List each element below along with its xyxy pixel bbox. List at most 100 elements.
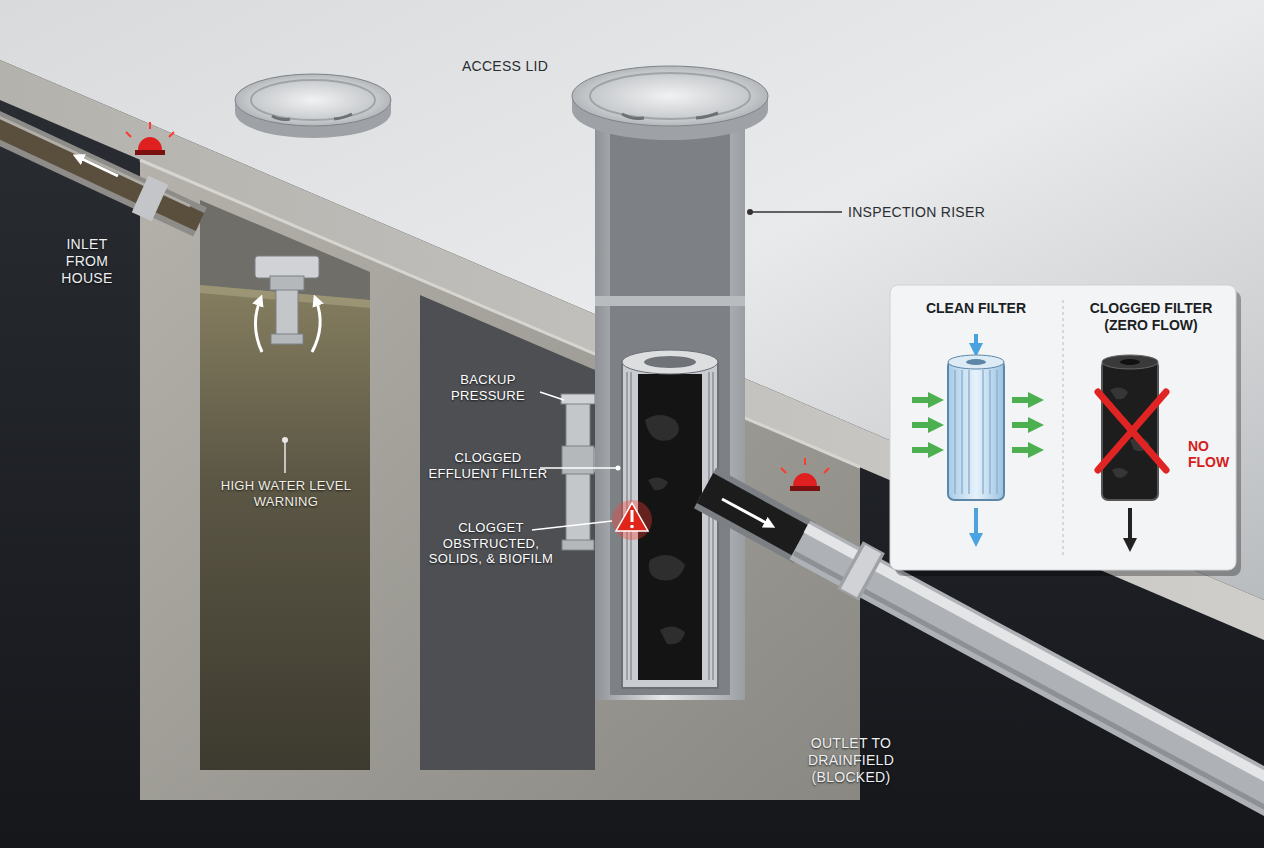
flow-arrow bbox=[255, 300, 262, 352]
flow-arrow bbox=[974, 334, 978, 350]
chamber-cavity bbox=[200, 200, 370, 770]
filter-pleats bbox=[955, 370, 997, 494]
pipe-shadow bbox=[794, 553, 1264, 821]
filter-top bbox=[1102, 355, 1158, 369]
panel-divider bbox=[1063, 300, 1064, 555]
outlet-stub bbox=[705, 488, 805, 543]
clog-biofilm bbox=[645, 415, 685, 644]
label-anchor: INSPECTION RISER bbox=[848, 204, 1038, 221]
tee-collar bbox=[562, 540, 594, 550]
flow-arrow bbox=[1012, 447, 1036, 453]
warning-mark bbox=[631, 510, 634, 522]
label-anchor: BACKUP PRESSURE bbox=[426, 372, 550, 403]
tee-collar bbox=[562, 446, 594, 474]
lid-ring bbox=[251, 80, 375, 120]
riser-interior bbox=[610, 125, 730, 695]
filter-opening bbox=[966, 359, 986, 365]
outlet-clog bbox=[705, 488, 805, 543]
filter-panel-half: CLEAN FILTER bbox=[896, 294, 1056, 566]
alarm-rays bbox=[781, 458, 829, 473]
inlet-pipe bbox=[0, 124, 200, 222]
alarm-base bbox=[790, 486, 820, 491]
alarm-rays bbox=[126, 122, 174, 137]
callout-label: BACKUP PRESSURE bbox=[426, 372, 550, 403]
label-anchor: OUTLET TO DRAINFIELD (BLOCKED) bbox=[786, 735, 916, 785]
flow-arrow bbox=[1128, 508, 1132, 545]
pipe-collar bbox=[850, 565, 872, 577]
leader-line bbox=[752, 211, 842, 213]
label-anchor: CLOGGED EFFLUENT FILTER bbox=[426, 450, 550, 481]
cross-mark bbox=[1098, 392, 1166, 470]
pipe-collar bbox=[140, 194, 160, 203]
chamber-cavity bbox=[420, 295, 595, 770]
riser-ring bbox=[595, 296, 745, 306]
callout-label: CLOGGED EFFLUENT FILTER bbox=[426, 450, 550, 481]
callout-label: HIGH WATER LEVEL WARNING bbox=[206, 478, 366, 509]
callout-label: INSPECTION RISER bbox=[848, 204, 1038, 221]
lid-notch bbox=[622, 113, 718, 119]
leader-line bbox=[540, 467, 616, 469]
leader-line bbox=[284, 442, 286, 473]
label-anchor: INLET FROM HOUSE bbox=[50, 236, 124, 286]
flow-arrow bbox=[974, 508, 978, 540]
pipe-highlight bbox=[0, 113, 190, 206]
leader-line bbox=[540, 392, 564, 400]
alarm-beacon bbox=[138, 137, 162, 150]
leader-dot bbox=[616, 466, 621, 471]
flow-arrow bbox=[912, 422, 936, 428]
filter-opening bbox=[1120, 359, 1140, 365]
clean-filter-icon bbox=[948, 360, 1004, 500]
inlet-tee bbox=[255, 256, 319, 278]
inspection-riser bbox=[595, 110, 745, 700]
tee-cap bbox=[561, 394, 595, 404]
leader-line bbox=[532, 521, 612, 530]
filter-panel-half: CLOGGED FILTER (ZERO FLOW) NO FLOW bbox=[1070, 294, 1232, 566]
callout-label: CLOGGET OBSTRUCTED, SOLIDS, & BIOFILM bbox=[422, 520, 560, 567]
outlet-pipe bbox=[800, 540, 1264, 805]
filter-opening bbox=[644, 356, 696, 368]
flow-arrow bbox=[722, 499, 770, 525]
warning-triangle bbox=[616, 503, 648, 531]
wastewater bbox=[200, 285, 370, 770]
tank-wall bbox=[140, 160, 860, 800]
label-anchor: CLOGGET OBSTRUCTED, SOLIDS, & BIOFILM bbox=[422, 520, 560, 567]
warning-mark bbox=[630, 525, 634, 529]
pipe-collar bbox=[853, 567, 869, 576]
flow-arrow bbox=[312, 300, 320, 352]
alarm-base bbox=[135, 150, 165, 155]
cross-mark bbox=[1098, 392, 1166, 470]
comparison-panel bbox=[890, 285, 1236, 570]
panel-heading: CLOGGED FILTER (ZERO FLOW) bbox=[1076, 300, 1226, 334]
label-anchor: ACCESS LID bbox=[440, 58, 570, 75]
callout-label: ACCESS LID bbox=[440, 58, 570, 75]
callout-label: OUTLET TO DRAINFIELD (BLOCKED) bbox=[786, 735, 916, 785]
label-anchor: HIGH WATER LEVEL WARNING bbox=[206, 478, 366, 509]
filter-top bbox=[948, 355, 1004, 369]
status-label: NO FLOW bbox=[1188, 438, 1232, 472]
access-lid bbox=[235, 74, 391, 126]
warning-glow bbox=[612, 500, 652, 540]
tee-collar bbox=[271, 334, 303, 344]
alarm-beacon bbox=[793, 473, 817, 486]
filter-top bbox=[622, 350, 718, 374]
leader-dot bbox=[282, 437, 288, 443]
flow-arrow bbox=[1012, 397, 1036, 403]
lid-ring bbox=[590, 73, 750, 119]
lid-notch bbox=[272, 114, 352, 120]
panel-heading: CLEAN FILTER bbox=[901, 300, 1051, 317]
flow-arrow bbox=[1012, 422, 1036, 428]
leader-dot bbox=[747, 209, 753, 215]
tee-collar bbox=[270, 276, 304, 290]
access-lid bbox=[572, 66, 768, 126]
flow-arrow bbox=[78, 157, 118, 176]
flow-arrow bbox=[912, 447, 936, 453]
inlet-pipe-interior bbox=[0, 124, 200, 222]
flow-arrow bbox=[912, 397, 936, 403]
callout-label: INLET FROM HOUSE bbox=[50, 236, 124, 286]
